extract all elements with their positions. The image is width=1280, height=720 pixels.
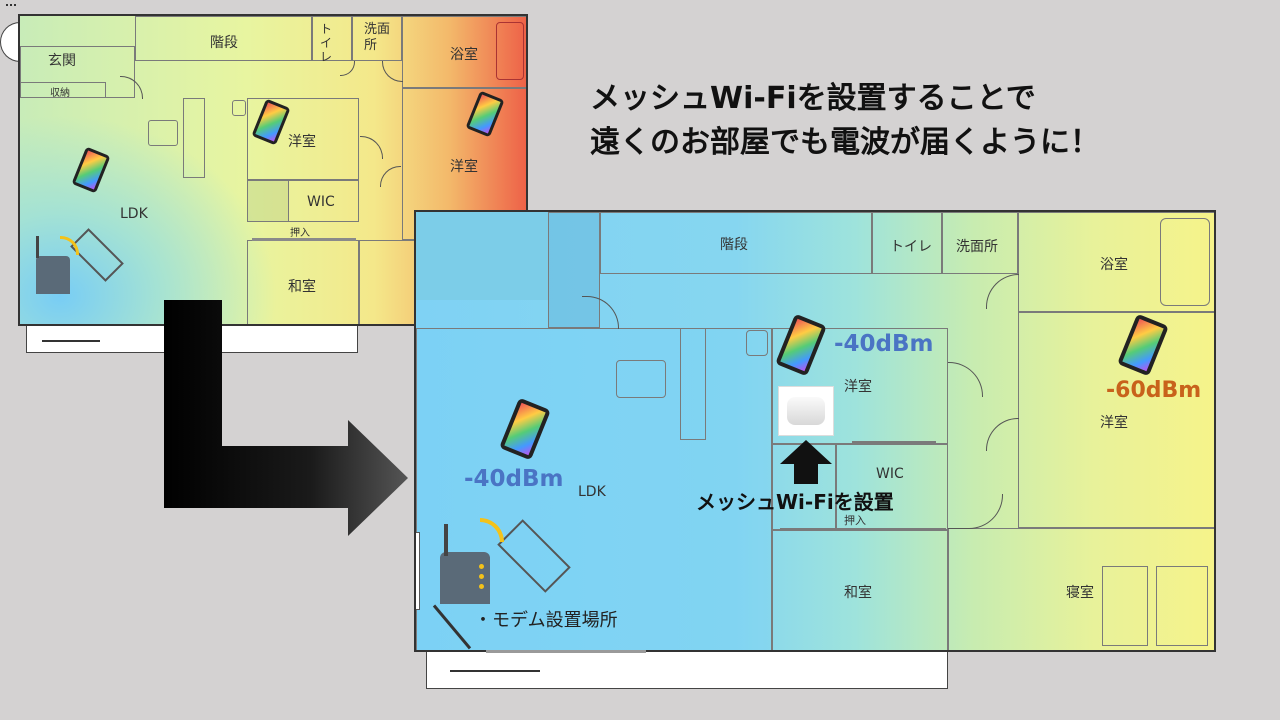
modem-icon: [36, 256, 70, 294]
room-closet: 押入: [290, 228, 310, 239]
room-stairs: 階段: [210, 35, 238, 51]
room-entrance: 玄関: [48, 53, 76, 69]
room-toilet: トイレ: [890, 239, 932, 255]
mesh-router-icon: [778, 386, 834, 436]
room-wic: WIC: [876, 466, 904, 482]
signal-western1-value: -40dBm: [834, 331, 934, 357]
room-western-1: 洋室: [844, 379, 872, 395]
mesh-wifi-caption: メッシュWi-Fiを設置: [696, 490, 894, 514]
after-floor-plan: 階段 トイレ 洗面所 浴室 洋室 洋室 LDK WIC 押入 和室 寝室: [414, 210, 1216, 652]
arrow-up-icon: [780, 440, 832, 484]
room-storage: 収納: [50, 88, 70, 99]
room-japanese: 和室: [288, 279, 316, 295]
room-ldk: LDK: [578, 484, 606, 500]
signal-western2-value: -60dBm: [1106, 378, 1202, 403]
modem-location-note: ・モデム設置場所: [474, 610, 618, 631]
room-ldk: LDK: [120, 206, 148, 222]
room-japanese: 和室: [844, 585, 872, 601]
room-closet: 押入: [844, 514, 866, 527]
headline-line-2: 遠くのお部屋でも電波が届くように！: [590, 125, 1100, 160]
room-western-2: 洋室: [450, 159, 478, 175]
room-western-2: 洋室: [1100, 415, 1128, 431]
room-bath: 浴室: [1100, 257, 1128, 273]
room-stairs: 階段: [720, 237, 748, 253]
signal-ldk-value: -40dBm: [464, 466, 564, 492]
transition-arrow-icon: [164, 300, 408, 536]
room-toilet: トイレ: [320, 22, 333, 64]
room-wic: WIC: [307, 194, 335, 210]
room-washroom: 洗面所: [956, 239, 998, 255]
phone-icon: [71, 146, 111, 194]
room-bath: 浴室: [450, 47, 478, 63]
headline-line-1: メッシュWi-Fiを設置することで: [590, 81, 1036, 116]
corner-mark: [6, 4, 16, 8]
modem-icon: [440, 552, 490, 604]
room-bedroom: 寝室: [1066, 585, 1094, 601]
sofa-icon: [70, 228, 124, 282]
room-washroom: 洗面所: [364, 22, 391, 53]
room-western-1: 洋室: [288, 134, 316, 150]
